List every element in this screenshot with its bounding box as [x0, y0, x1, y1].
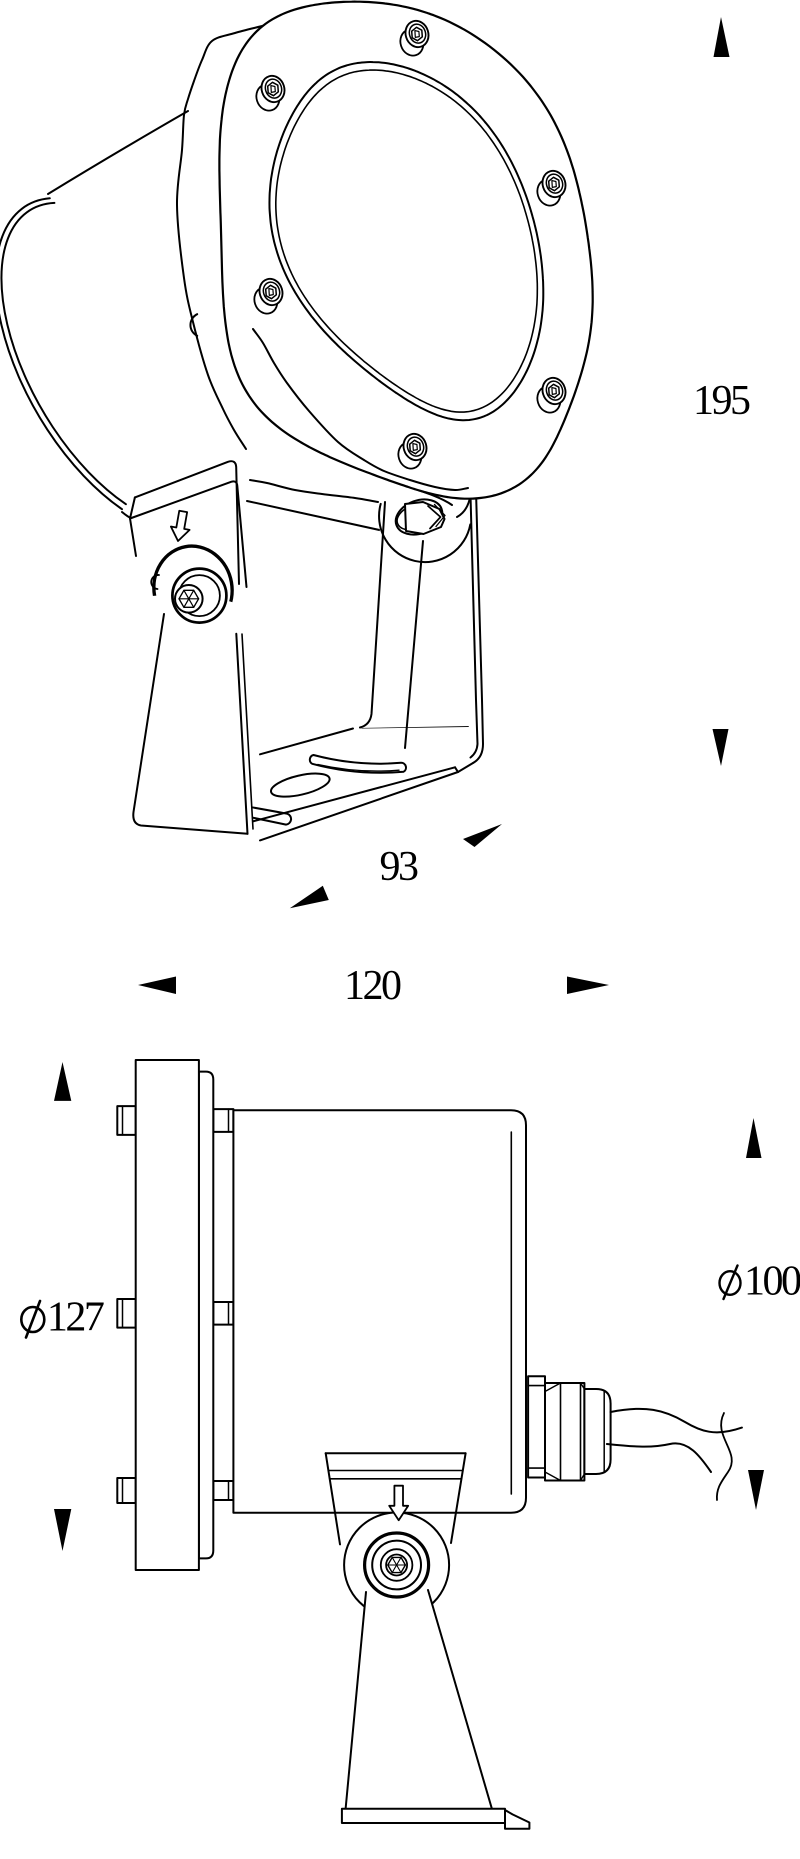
svg-text:195: 195: [693, 378, 750, 424]
svg-text:127: 127: [47, 1295, 104, 1341]
svg-text:120: 120: [344, 963, 401, 1009]
svg-text:100: 100: [744, 1259, 800, 1305]
svg-text:93: 93: [380, 844, 419, 890]
